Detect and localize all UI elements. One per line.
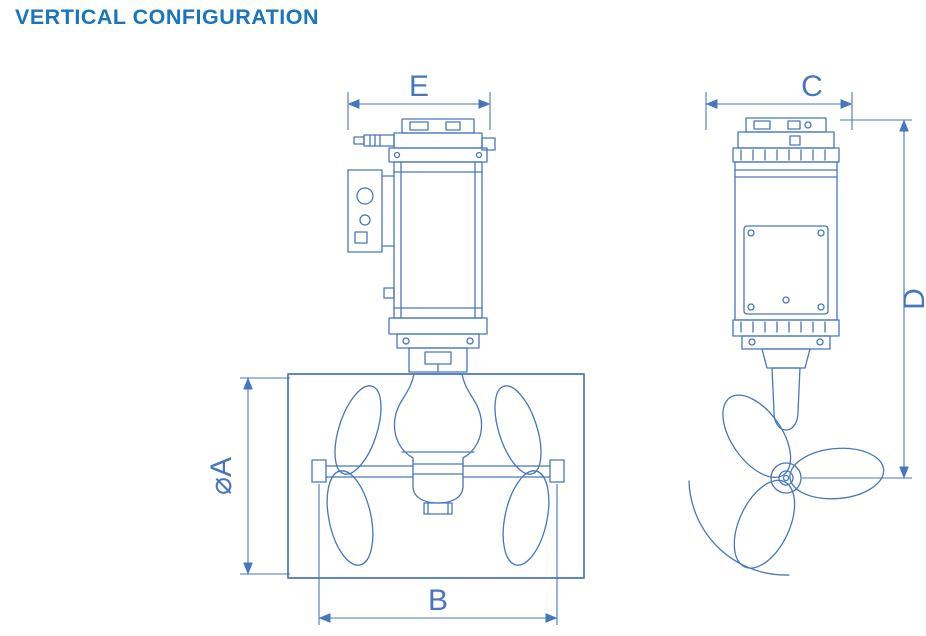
blade-sweep-arc	[688, 480, 790, 576]
page-title: VERTICAL CONFIGURATION	[15, 5, 320, 29]
propeller-hub	[770, 462, 802, 494]
dimensions: E C ⌀A B	[205, 70, 926, 625]
gear-housing	[393, 373, 483, 515]
side-view-drawing	[688, 117, 885, 576]
motor-side	[732, 117, 840, 350]
dimension-label-a: ⌀A	[205, 457, 238, 495]
propeller-front-blades	[326, 385, 550, 566]
dimension-label-b: B	[428, 584, 448, 617]
dimension-label-c: C	[801, 70, 823, 103]
propeller-shafts	[311, 459, 565, 483]
dimension-label-e: E	[409, 70, 429, 103]
dimension-a: ⌀A	[205, 377, 290, 575]
dimension-c: C	[705, 70, 853, 130]
dimension-e: E	[347, 70, 491, 130]
junction-box	[347, 169, 395, 253]
dimension-d: D	[802, 119, 926, 479]
pylon	[761, 348, 811, 431]
dimension-b: B	[318, 484, 558, 625]
propeller-side	[688, 394, 885, 576]
dimension-label-d: D	[898, 288, 926, 310]
front-view-drawing	[287, 118, 585, 579]
motor-front	[353, 118, 496, 373]
